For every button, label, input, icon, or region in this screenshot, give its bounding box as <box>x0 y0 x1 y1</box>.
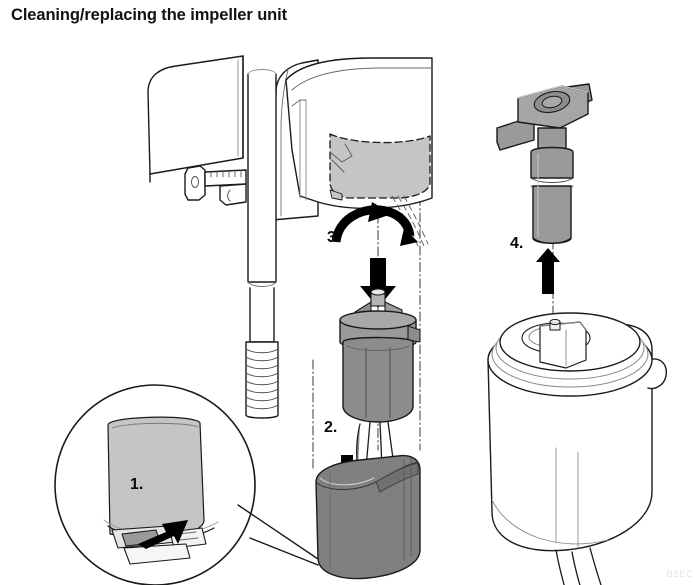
impeller-shaft-tool <box>496 83 593 244</box>
step1-diagonal-arrow <box>138 520 188 549</box>
container-housing <box>487 312 667 585</box>
impeller-housing-recess <box>329 133 431 201</box>
step4-up-arrow <box>536 248 560 294</box>
impeller-cover-cup <box>315 454 421 580</box>
standpipe <box>245 69 279 419</box>
watermark: BSEC <box>666 569 693 579</box>
rotation-arrow <box>331 202 418 246</box>
page-title: Cleaning/replacing the impeller unit <box>11 6 288 24</box>
mounting-bracket <box>184 165 247 206</box>
appliance-body <box>147 55 433 221</box>
step-label-1: 1. <box>130 476 144 493</box>
detail-callout-circle <box>54 384 256 585</box>
step-label-2: 2. <box>324 419 338 436</box>
step-label-4: 4. <box>510 235 524 252</box>
technical-illustration <box>0 30 695 585</box>
impeller-unit <box>339 288 421 471</box>
corrugated-hose-section <box>245 341 279 419</box>
step-label-3: 3. <box>327 229 341 246</box>
callout-leader-lines <box>237 504 319 566</box>
outlet-tubes <box>555 547 602 585</box>
step3-down-arrow <box>360 258 396 308</box>
